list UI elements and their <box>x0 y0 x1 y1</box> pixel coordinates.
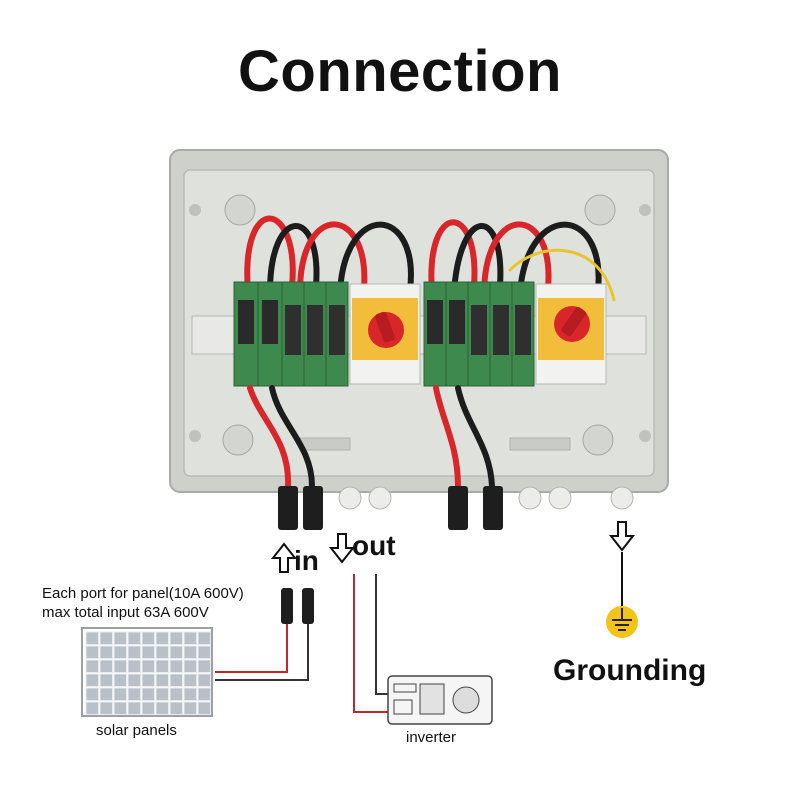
solar-cell <box>127 659 141 673</box>
port-rating-note: Each port for panel(10A 600V) <box>42 585 244 602</box>
left-breaker-bank <box>233 281 349 387</box>
bottom-wiring <box>247 385 495 489</box>
inverter-device <box>387 675 493 725</box>
solar-cell <box>141 687 155 701</box>
solar-cell <box>113 687 127 701</box>
solar-cell <box>85 631 99 645</box>
solar-cell <box>197 673 211 687</box>
solar-cell <box>169 645 183 659</box>
inverter-wiring <box>353 574 392 713</box>
arrow-up-icon <box>270 542 298 573</box>
solar-panels-label: solar panels <box>96 722 177 739</box>
box-mc4-connectors <box>278 486 503 530</box>
solar-cell <box>197 687 211 701</box>
top-wiring <box>244 215 616 302</box>
solar-cell <box>155 687 169 701</box>
ground-arrow-down-icon <box>608 521 636 552</box>
solar-cell <box>85 687 99 701</box>
solar-cell <box>197 659 211 673</box>
solar-cell <box>85 673 99 687</box>
solar-cell <box>99 687 113 701</box>
solar-cell <box>99 645 113 659</box>
solar-cell <box>169 631 183 645</box>
panel-mc4-connectors <box>281 588 314 624</box>
solar-cell <box>183 701 197 715</box>
diagram-title: Connection <box>238 39 562 104</box>
solar-cell <box>127 687 141 701</box>
in-label: in <box>294 545 319 576</box>
solar-cell <box>127 701 141 715</box>
solar-cell <box>155 631 169 645</box>
solar-cell <box>113 659 127 673</box>
solar-cell <box>99 631 113 645</box>
solar-cell <box>197 645 211 659</box>
solar-cell <box>141 631 155 645</box>
solar-cell <box>141 659 155 673</box>
solar-cell <box>113 701 127 715</box>
solar-cell <box>197 701 211 715</box>
max-input-note: max total input 63A 600V <box>42 604 209 621</box>
solar-cell <box>99 673 113 687</box>
solar-panel <box>81 627 213 717</box>
solar-cell <box>197 631 211 645</box>
solar-cell <box>183 645 197 659</box>
solar-cell <box>113 645 127 659</box>
solar-cell <box>183 631 197 645</box>
out-label: out <box>352 530 396 561</box>
solar-cell <box>127 673 141 687</box>
solar-cell <box>183 659 197 673</box>
inverter-label: inverter <box>406 729 457 746</box>
solar-cell <box>141 673 155 687</box>
solar-cell <box>169 673 183 687</box>
solar-cell <box>169 687 183 701</box>
panel-wiring <box>215 624 309 681</box>
solar-cell <box>127 631 141 645</box>
solar-cell <box>155 673 169 687</box>
right-dc-isolator <box>535 283 607 385</box>
solar-cell <box>155 701 169 715</box>
solar-cell <box>85 659 99 673</box>
solar-cell <box>99 659 113 673</box>
solar-cell <box>85 701 99 715</box>
solar-cell <box>155 645 169 659</box>
arrow-down-icon <box>328 533 356 564</box>
solar-cell <box>113 673 127 687</box>
solar-cell <box>99 701 113 715</box>
solar-cell <box>127 645 141 659</box>
cable-glands <box>338 486 634 510</box>
right-breaker-bank <box>423 281 535 387</box>
solar-cell <box>141 701 155 715</box>
solar-cell <box>155 659 169 673</box>
solar-cell <box>113 631 127 645</box>
solar-cell <box>183 687 197 701</box>
solar-cell <box>141 645 155 659</box>
left-dc-isolator <box>349 283 421 385</box>
grounding-label: Grounding <box>553 654 707 687</box>
solar-cell <box>169 701 183 715</box>
solar-cell <box>85 645 99 659</box>
solar-cell <box>169 659 183 673</box>
ground-symbol-icon <box>606 606 638 638</box>
solar-cell <box>183 673 197 687</box>
